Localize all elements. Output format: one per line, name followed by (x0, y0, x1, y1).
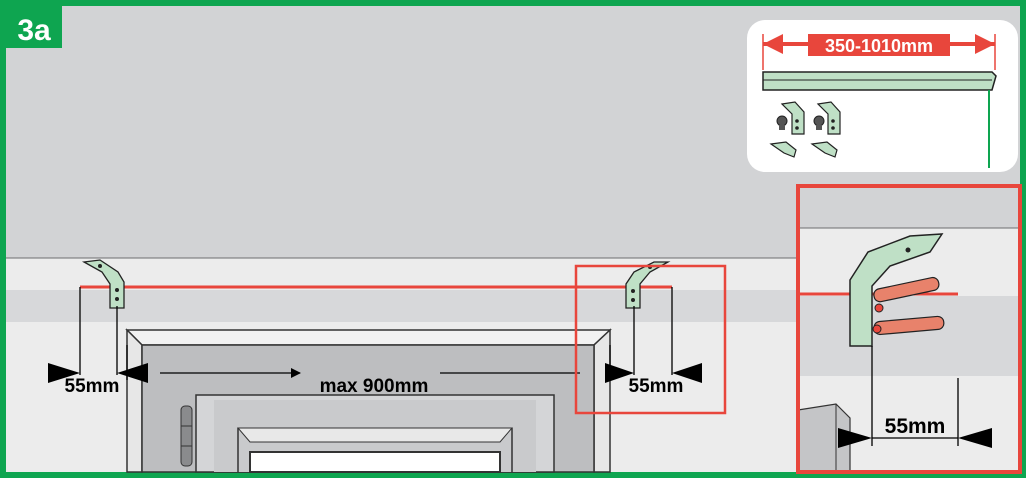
rail-length-label: 350-1010mm (825, 36, 933, 56)
detail-panel: 55mm (796, 184, 1022, 474)
bracket-icon (81, 259, 125, 309)
wall-plug-icon (873, 276, 940, 313)
left-offset-label: 55mm (65, 376, 120, 397)
screw-icon (776, 115, 788, 130)
dimension-arrows (48, 363, 702, 383)
step-label: 3a (17, 14, 51, 47)
detail-highlight (574, 264, 727, 415)
dimension-lines (79, 287, 673, 380)
clip-icon (769, 141, 797, 158)
hinge-icon (180, 405, 193, 467)
bracket-icon (849, 233, 944, 347)
span-label: max 900mm (320, 376, 429, 397)
wall-plug-icon (872, 315, 945, 336)
clip-icon (810, 141, 838, 158)
step-badge (6, 6, 62, 48)
detail-offset-label: 55mm (885, 415, 946, 438)
window-frame (125, 328, 612, 473)
screw-icon (813, 115, 825, 130)
bracket-icon (816, 101, 841, 135)
inset-parts: 350-1010mm (747, 20, 1018, 172)
right-offset-label: 55mm (629, 376, 684, 397)
rail-icon (762, 34, 997, 168)
bracket-icon (780, 101, 805, 135)
